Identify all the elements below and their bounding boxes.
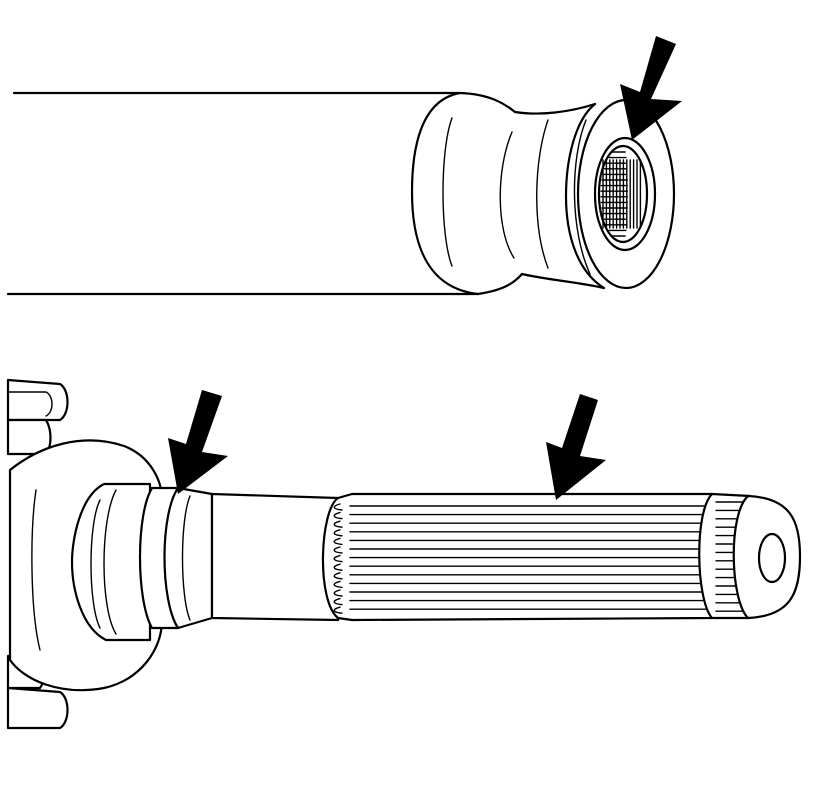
arrow-internal-splines-icon [620,36,682,140]
yoke-neck-contour-1 [499,131,515,259]
external-spline-end [333,597,343,606]
yoke-bore-inner [597,144,649,244]
arrow-external-splines-icon [546,394,606,500]
housing-ear-bottom [6,686,69,730]
external-spline-end [333,529,343,537]
extension-seal-outer [70,482,152,642]
external-spline-end [333,546,343,554]
external-spline-end [333,554,343,563]
external-spline-end [333,606,343,614]
housing-boss-line [31,489,41,651]
output-shaft-body [210,492,340,622]
external-spline-end [333,563,343,571]
external-spline-end [333,503,343,511]
external-spline-end [333,580,343,589]
extension-seal-line-2 [103,489,117,635]
yoke-neck-lower [520,272,606,290]
external-spline-end [333,511,343,520]
housing-ear-top-line [7,391,53,417]
yoke-front-face [576,98,676,290]
seal-journal [163,486,214,630]
external-spline-end [333,537,343,546]
yoke-internal-splines [600,151,642,237]
collar-inner-line [442,117,453,267]
collar-shoulder [458,91,517,114]
output-shaft-assembly [6,378,802,730]
driveshaft-assembly [6,36,682,296]
arrow-seal-surface-icon [168,390,228,494]
yoke-neck-upper [513,102,597,115]
yoke-neck-contour-3 [573,119,591,275]
external-spline-end [333,520,343,528]
yoke-flange-rim [564,102,606,290]
seal-journal-line [181,495,191,621]
external-spline-end [333,589,343,597]
collar-shoulder-lower [476,272,524,296]
yoke-neck-contour-2 [536,119,549,269]
yoke-bore-outer [593,136,657,252]
housing-ear-top [6,378,69,422]
tube-end-collar [410,91,480,296]
output-shaft-external-splines [333,503,709,614]
external-spline-end [333,572,343,580]
output-shaft-center-bore [757,532,787,584]
extension-seal-line-1 [90,499,101,629]
